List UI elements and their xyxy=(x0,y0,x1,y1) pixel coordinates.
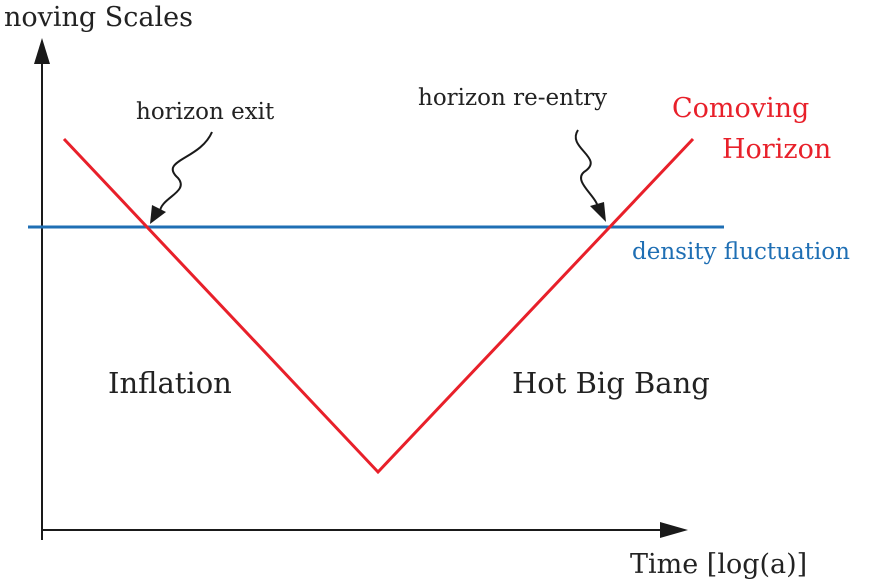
inflation-label: Inflation xyxy=(108,366,232,400)
comoving-horizon-label-line1: Comoving xyxy=(672,93,809,124)
y-axis-arrow-icon xyxy=(34,38,50,64)
horizon-exit-pointer-icon xyxy=(150,131,213,224)
horizon-reentry-pointer-icon xyxy=(574,129,606,222)
axes xyxy=(34,38,688,540)
y-axis-label: noving Scales xyxy=(4,2,193,33)
x-axis-arrow-icon xyxy=(660,522,688,538)
horizon-exit-label: horizon exit xyxy=(136,99,275,125)
density-fluctuation-label: density fluctuation xyxy=(632,239,850,265)
comoving-horizon-label-line2: Horizon xyxy=(722,134,831,165)
horizon-reentry-label: horizon re-entry xyxy=(418,85,607,111)
x-axis-label: Time [log(a)] xyxy=(630,549,807,580)
comoving-horizon-line xyxy=(62,137,695,475)
hot-big-bang-label: Hot Big Bang xyxy=(512,366,710,400)
